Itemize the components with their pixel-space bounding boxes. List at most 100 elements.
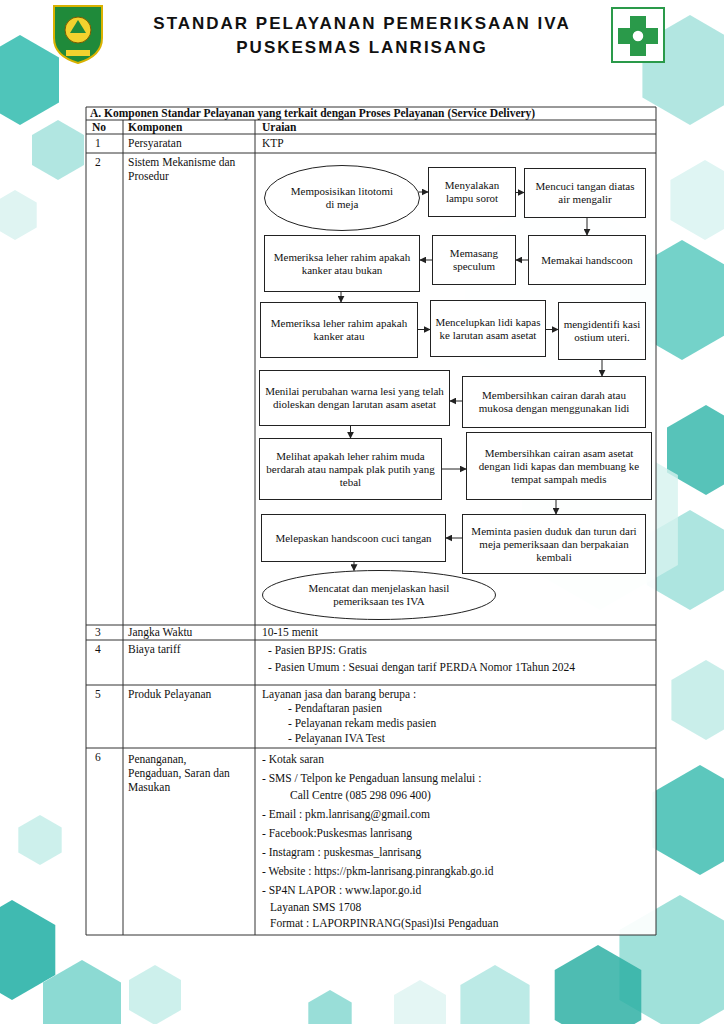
table-cell: - Facebook:Puskesmas lanrisang (262, 827, 652, 841)
table-cell: Sistem Mekanisme dan Prosedur (128, 156, 248, 184)
step-text: Mencatat dan menjelaskan hasil pemeriksa… (262, 582, 496, 608)
flow-arrow (450, 401, 462, 402)
table-cell: No (92, 121, 122, 135)
process-box: mengidentifi kasi ostium uteri. (558, 302, 646, 360)
table-cell: - SP4N LAPOR : www.lapor.go.id (262, 884, 652, 898)
table-cell: Produk Pelayanan (128, 688, 253, 702)
hexagon-pattern (0, 15, 724, 1024)
hexagon-shape (43, 960, 121, 1024)
table-cell: Jangka Waktu (128, 626, 253, 640)
process-box: Melepaskan handscoon cuci tangan (261, 514, 446, 562)
table-cell: 1 (95, 137, 121, 151)
process-box: Meminta pasien duduk dan turun dari meja… (462, 514, 646, 574)
hexagon-shape (0, 190, 37, 240)
table-cell: Uraian (262, 121, 652, 135)
flow-arrow (420, 260, 432, 261)
table-cell: 10-15 menit (262, 626, 652, 640)
flow-arrow (516, 192, 524, 193)
process-box: Mencelupkan lidi kapas ke larutan asam a… (430, 300, 546, 357)
process-box: Memeriksa leher rahim apakah kanker atau (260, 302, 418, 358)
step-text: Melihat apakah leher rahim muda berdarah… (260, 447, 441, 492)
process-box: Mencuci tangan diatas air mengalir (524, 168, 646, 218)
table-grid (86, 107, 656, 935)
hexagon-shape (652, 765, 724, 875)
process-box: Memeriksa leher rahim apakah kanker atau… (264, 235, 420, 292)
regency-logo (54, 6, 102, 63)
table-cell: Format : LAPORPINRANG(Spasi)Isi Pengadua… (270, 917, 650, 931)
table-cell: KTP (262, 137, 652, 151)
table-cell: 5 (95, 688, 121, 702)
process-box: Membersihkan cairan darah atau mukosa de… (462, 376, 646, 428)
hexagon-shape (460, 965, 529, 1024)
table-cell: - Instagram : puskesmas_lanrisang (262, 846, 652, 860)
step-text: Memasang speculum (433, 244, 515, 276)
step-text: Memeriksa leher rahim apakah kanker atau… (265, 248, 419, 280)
table-cell: 6 (95, 751, 121, 765)
table-cell: - Pendaftaran pasien (288, 702, 648, 716)
step-text: Memposisikan litotomi di meja (264, 185, 420, 211)
table-cell: - Website : https://pkm-lanrisang.pinran… (262, 865, 652, 879)
table-cell: - Email : pkm.lanrisang@gmail.com (262, 808, 652, 822)
table-ground (86, 107, 656, 935)
puskesmas-logo (612, 8, 664, 62)
flow-arrow (602, 360, 603, 376)
ellipse-shape (265, 166, 420, 231)
hexagon-shape (555, 945, 642, 1024)
flow-arrow (341, 292, 342, 302)
step-text: Membersihkan cairan darah atau mukosa de… (463, 386, 645, 418)
process-box: Melihat apakah leher rahim muda berdarah… (259, 438, 442, 500)
table-cell: A. Komponen Standar Pelayanan yang terka… (90, 107, 652, 121)
flow-arrow (516, 260, 528, 261)
process-box: Memakai handscoon (528, 235, 646, 285)
process-box: Menyalakan lampu sorot (428, 167, 516, 217)
hexagon-shape (129, 965, 181, 1024)
flow-arrow (587, 218, 588, 235)
table-cell: Call Centre (085 298 096 400) (290, 789, 650, 803)
step-text: Membersihkan cairan asam asetat dengan l… (467, 444, 651, 489)
flow-arrow (354, 562, 355, 571)
table-cell: Layanan jasa dan barang berupa : (262, 688, 652, 702)
step-text: Memeriksa leher rahim apakah kanker atau (261, 314, 417, 346)
step-text: Menilai perubahan warna lesi yang telah … (260, 382, 449, 414)
flow-arrow (442, 469, 466, 470)
terminal-ellipse: Memposisikan litotomi di meja (264, 165, 420, 231)
table-cell: Layanan SMS 1708 (270, 901, 650, 915)
flow-arrow (556, 500, 557, 514)
table-cell: Biaya tariff (128, 643, 253, 657)
table-cell: Komponen (128, 121, 253, 135)
flow-arrow (546, 329, 558, 330)
step-text: Mencelupkan lidi kapas ke larutan asam a… (431, 313, 545, 345)
step-text: mengidentifi kasi ostium uteri. (559, 315, 645, 347)
hexagon-shape (18, 815, 61, 865)
table-cell: - Kotak saran (262, 753, 652, 767)
table-cell: 2 (95, 156, 121, 170)
flow-arrow (446, 538, 462, 539)
table-cell: - Pasien Umum : Sesuai dengan tarif PERD… (268, 661, 652, 675)
table-cell: - Pasien BPJS: Gratis (268, 644, 652, 658)
table-cell: - SMS / Telpon ke Pengaduan lansung mela… (262, 772, 652, 786)
terminal-ellipse: Mencatat dan menjelaskan hasil pemeriksa… (262, 570, 496, 620)
table-cell: Persyaratan (128, 137, 253, 151)
process-box: Memasang speculum (432, 235, 516, 285)
step-text: Meminta pasien duduk dan turun dari meja… (463, 522, 645, 567)
process-box: Membersihkan cairan asam asetat dengan l… (466, 432, 652, 500)
hexagon-shape (671, 660, 724, 740)
document-title: STANDAR PELAYANAN PEMERIKSAAN IVA PUSKES… (112, 12, 612, 60)
step-text: Memakai handscoon (529, 251, 645, 270)
hexagon-shape (0, 35, 59, 125)
table-cell: - Pelayanan rekam medis pasien (288, 717, 648, 731)
hexagon-shape (308, 990, 351, 1024)
flow-arrow (419, 192, 428, 193)
ellipse-shape (263, 571, 496, 620)
table-cell: 3 (95, 626, 121, 640)
hexagon-shape (670, 160, 724, 240)
table-cell: 4 (95, 643, 121, 657)
table-cell: - Pelayanan IVA Test (288, 732, 648, 746)
hexagon-shape (32, 120, 84, 180)
hexagon-shape (394, 980, 446, 1024)
process-box: Menilai perubahan warna lesi yang telah … (259, 370, 450, 426)
step-text: Menyalakan lampu sorot (429, 176, 515, 208)
step-text: Mencuci tangan diatas air mengalir (525, 177, 645, 209)
flow-arrow (350, 426, 351, 438)
